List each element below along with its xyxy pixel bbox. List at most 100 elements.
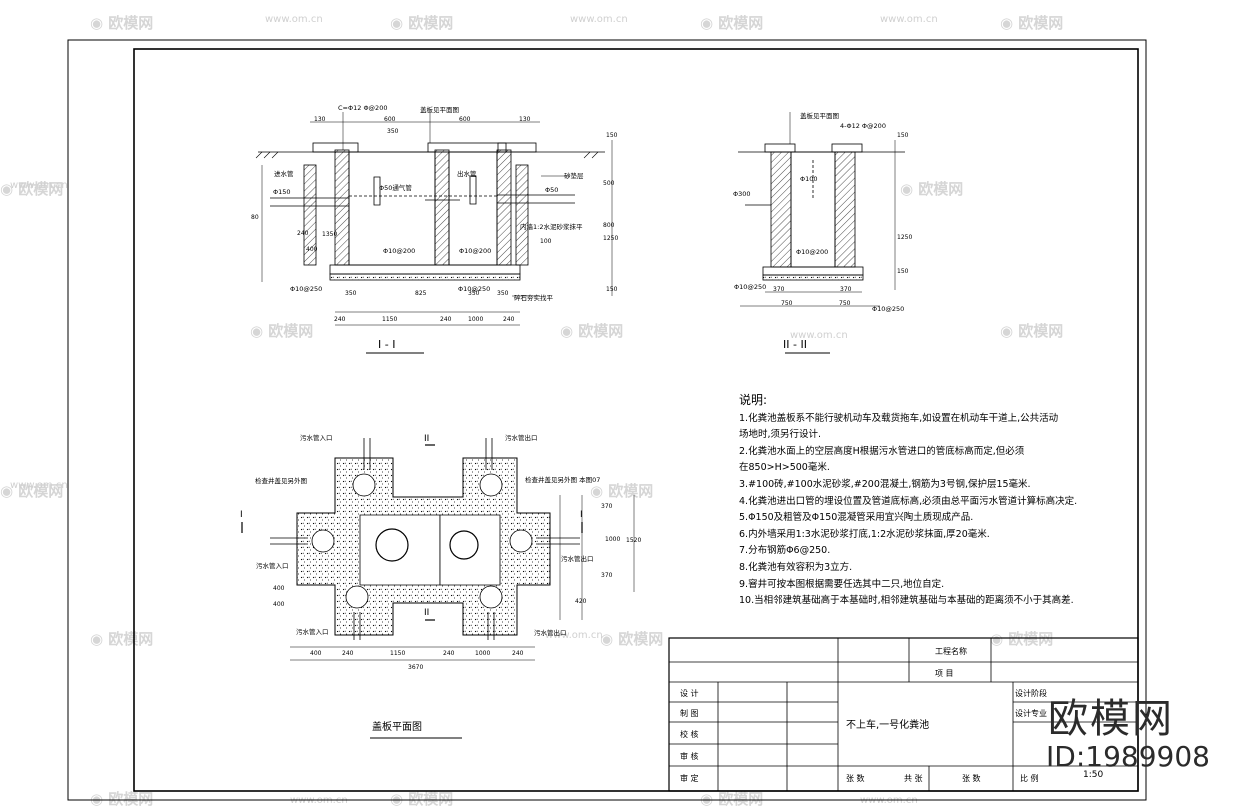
s1-sand-label: 砂垫层 xyxy=(564,172,584,180)
s2-dim-right-3: 150 xyxy=(897,268,909,275)
s1-dim-top-3: 350 xyxy=(387,128,399,135)
section-2-title: II - II xyxy=(783,338,807,351)
brand-logo-text: 欧模网 xyxy=(1048,696,1174,742)
s1-wall-right xyxy=(496,149,512,266)
plan-dim-bottom-3: 1150 xyxy=(390,650,406,657)
s1-dim-top-2: 600 xyxy=(384,116,396,123)
plan-dim-right-2: 1000 xyxy=(605,536,621,543)
note-line: 5.Φ150及粗管及Φ150混凝管采用宜兴陶土质现成产品. xyxy=(739,512,974,524)
manhole-r xyxy=(509,529,533,553)
s1-wall-left xyxy=(303,164,317,266)
note-line: 在850>H>500毫米. xyxy=(739,462,830,474)
manhole-br xyxy=(479,585,503,609)
s1-dim-right-4: 1250 xyxy=(603,235,619,242)
plan-mark-1-left: I xyxy=(240,510,243,520)
plan-sewage-in-tl: 污水管入口 xyxy=(300,434,333,442)
s1-dim-bottom-5: 240 xyxy=(503,316,515,323)
s1-wall-mid xyxy=(434,149,450,266)
plan-dim-right-1: 370 xyxy=(601,503,613,510)
s2-wall-left xyxy=(770,151,792,268)
note-line: 9.窨井可按本图根据需要任选其中二只,地位自定. xyxy=(739,578,945,590)
watermark-url: www.om.cn xyxy=(10,180,68,191)
plan-sewage-out-br: 污水管出口 xyxy=(534,629,567,637)
outer-border xyxy=(67,39,1147,801)
s1-rebar-b1-label: Φ10@200 xyxy=(383,247,416,255)
s1-dim-inner-4: 350 xyxy=(497,290,509,297)
s1-dim-right-6: 150 xyxy=(606,286,618,293)
s2-rebar-top-label: 4-Φ12 Φ@200 xyxy=(840,122,886,130)
s2-dim-bottom-4: 750 xyxy=(839,300,851,307)
s1-dim-right-2: 500 xyxy=(603,180,615,187)
plan-manhole-left: 检查井盖见另外图 xyxy=(255,477,307,485)
manhole-bl xyxy=(345,585,369,609)
s2-dia100-label: Φ100 xyxy=(800,175,818,183)
s2-rebar-left-label: Φ10@250 xyxy=(734,283,767,291)
s2-wall-right xyxy=(834,151,856,268)
watermark-url: www.om.cn xyxy=(265,14,323,25)
tb-sheet-count: 张 数 xyxy=(846,774,865,783)
title-block-grid xyxy=(668,637,1139,792)
tb-design-major: 设计专业 xyxy=(1015,709,1047,718)
tb-role-check: 校 核 xyxy=(680,730,699,739)
plan-dim-bottom-2: 240 xyxy=(342,650,354,657)
plan-mark-2-bottom: II xyxy=(424,608,430,618)
manhole-c1 xyxy=(375,528,409,562)
tb-role-design: 设 计 xyxy=(680,689,699,698)
watermark-url: www.om.cn xyxy=(880,14,938,25)
s1-outlet-label: 出水管 xyxy=(457,170,477,178)
s2-cover-plan-label: 盖板见平面图 xyxy=(800,112,839,120)
s1-dim-top-4: 600 xyxy=(459,116,471,123)
s1-gravel-label: 碎石夯实找平 xyxy=(514,294,553,302)
watermark-url: www.om.cn xyxy=(10,480,68,491)
s1-cover-plan-label: 盖板见平面图 xyxy=(420,106,459,114)
plan-dim-left-1: 400 xyxy=(273,601,285,608)
s1-dim-top-5: 130 xyxy=(519,116,531,123)
s2-base-slab xyxy=(762,266,864,276)
plan-mark-1-right: I xyxy=(580,510,583,520)
plan-manhole-right: 检查井盖见另外图 本图07 xyxy=(525,476,601,484)
plan-drawing xyxy=(241,438,635,739)
notes-heading: 说明: xyxy=(739,393,768,407)
note-line: 6.内外墙采用1:3水泥砂浆打底,1:2水泥砂浆抹面,厚20毫米. xyxy=(739,528,990,540)
manhole-c2 xyxy=(449,530,479,560)
s1-dim-bottom-4: 1000 xyxy=(468,316,484,323)
s1-plaster-label: 内墙1:2水泥砂浆抹平 xyxy=(520,223,583,231)
note-line: 8.化粪池有效容积为3立方. xyxy=(739,561,853,573)
s1-dia150-label: Φ150 xyxy=(273,188,291,196)
plan-dim-right-5: 420 xyxy=(575,598,587,605)
note-line: 10.当相邻建筑基础高于本基础时,相邻建筑基础与本基础的距离须不小于其高差. xyxy=(739,595,1074,607)
plan-dim-bottom-5: 1000 xyxy=(475,650,491,657)
manhole-tl xyxy=(352,473,376,497)
s1-dim-right-5: 100 xyxy=(540,238,552,245)
tb-role-review: 审 核 xyxy=(680,752,699,761)
s1-rebar-b3-label: Φ10@250 xyxy=(290,285,323,293)
watermark-url: www.om.cn xyxy=(545,630,603,641)
plan-dim-right-3: 370 xyxy=(601,572,613,579)
tb-role-draw: 制 图 xyxy=(680,709,699,718)
plan-mark-2-top: II xyxy=(424,434,430,444)
note-line: 7.分布钢筋Φ6@250. xyxy=(739,545,831,557)
s1-rebar-b2-label: Φ10@200 xyxy=(459,247,492,255)
s1-dim-bottom-1: 240 xyxy=(334,316,346,323)
note-line: 2.化粪池水面上的空层高度H根据污水管进口的管底标高而定,但必须 xyxy=(739,445,1025,457)
s2-rebar-right-label: Φ10@250 xyxy=(872,305,905,313)
watermark-url: www.om.cn xyxy=(790,330,848,341)
s1-dim-left-4: 400 xyxy=(306,246,318,253)
s1-dim-right-1: 150 xyxy=(606,132,618,139)
tb-role-approve: 审 定 xyxy=(680,774,699,783)
s1-dim-left-3: 1350 xyxy=(322,231,338,238)
s1-dim-top-1: 130 xyxy=(314,116,326,123)
s2-dim-bottom-3: 750 xyxy=(781,300,793,307)
inner-border xyxy=(133,48,1139,792)
plan-sewage-in-bl: 污水管入口 xyxy=(296,628,329,636)
s1-dim-left-2: 240 xyxy=(297,230,309,237)
plan-sewage-in-left: 污水管入口 xyxy=(256,562,289,570)
tb-scale-label: 比 例 xyxy=(1020,774,1039,783)
s1-rebar-b4-label: Φ10@250 xyxy=(458,285,491,293)
section-1-drawing xyxy=(255,112,613,354)
plan-title: 盖板平面图 xyxy=(372,722,422,733)
note-line: 场地时,须另行设计. xyxy=(739,429,822,441)
plan-sewage-out-right: 污水管出口 xyxy=(561,555,594,563)
plan-dim-bottom-4: 240 xyxy=(443,650,455,657)
s2-dim-bottom-1: 370 xyxy=(773,286,785,293)
